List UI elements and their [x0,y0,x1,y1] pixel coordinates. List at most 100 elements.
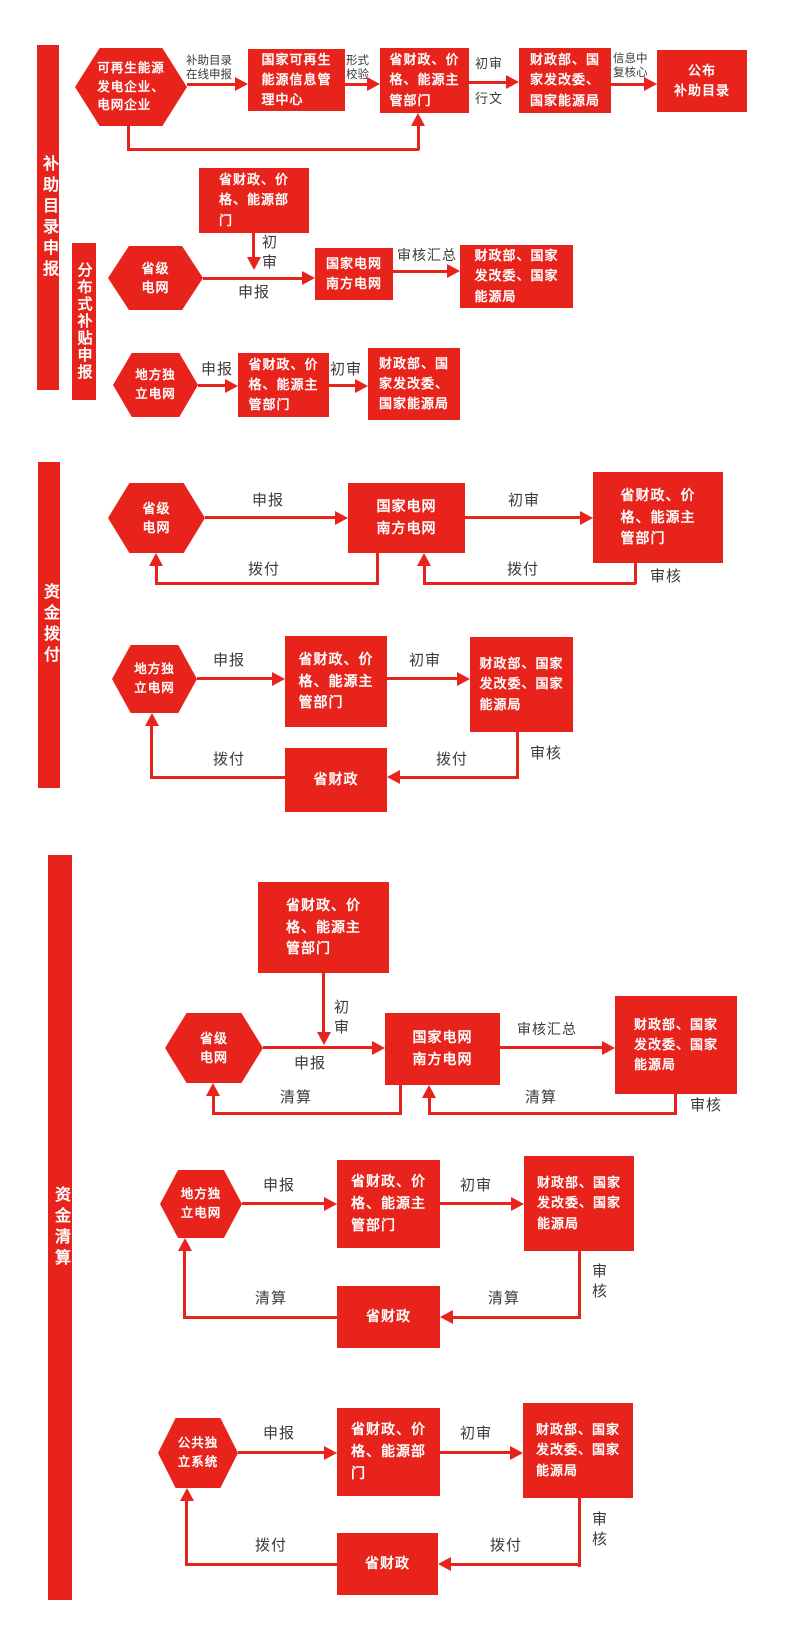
connector-line [187,83,238,86]
connector-line [263,1046,374,1049]
hex-local-independent-grid: 地方独 立电网 [160,1170,242,1238]
section-bar-catalog-declaration: 补助目录申报 [37,45,59,390]
hex-local-independent-grid: 地方独 立电网 [113,353,198,417]
connector-line [376,553,379,585]
flow-label-review-vertical: 审 核 [592,1511,609,1548]
connector-line [423,564,426,583]
arrowhead-up [178,1238,192,1251]
arrowhead-right [225,379,238,393]
box-ministries-settlement1: 财政部、国家 发改委、国家 能源局 [615,996,737,1094]
arrowhead-up [149,553,163,566]
connector-line [423,582,636,585]
section-bar-fund-settlement: 资金清算 [48,855,72,1600]
arrowhead-right [602,1041,615,1055]
connector-line [155,564,158,584]
connector-line [127,148,419,151]
flow-label-first-review: 初审 [330,361,363,378]
box-state-grid: 国家电网 南方电网 [348,483,465,553]
flow-label-first-review: 初审 [475,56,504,71]
flow-label-review: 审核 [690,1097,723,1114]
connector-line [127,124,130,150]
flow-label-first-review: 初审 [460,1425,493,1442]
box-provincial-dept-distributed-top: 省财政、价 格、能源部 门 [199,168,309,233]
arrowhead-right [644,77,657,91]
connector-line [465,516,584,519]
flow-label-issue-document: 行文 [475,91,504,106]
connector-line [516,732,519,779]
box-provincial-dept-distributed2: 省财政、价 格、能源主 管部门 [238,353,329,417]
connector-line [428,1112,676,1115]
flow-label-first-review-vertical: 初 审 [262,234,279,271]
arrowhead-right [367,77,380,91]
flow-label-declare: 申报 [263,1177,296,1194]
flow-label-online-declare: 补助目录 在线申报 [186,55,232,82]
connector-line [183,1316,337,1319]
arrowhead-up [411,113,425,126]
arrowhead-up [206,1083,220,1096]
box-provincial-dept-settlement2: 省财政、价 格、能源主 管部门 [337,1160,440,1248]
arrowhead-right [511,1197,524,1211]
flow-label-format-check: 形式 校验 [346,55,369,82]
hex-renewable-enterprises: 可再生能源 发电企业、 电网企业 [75,48,187,126]
hex-provincial-grid: 省级 电网 [165,1013,263,1083]
flow-label-review: 审核 [530,745,563,762]
connector-line [674,1094,677,1115]
connector-line [440,1451,513,1454]
arrowhead-up [417,553,431,566]
flow-label-allocate: 拨付 [507,561,540,578]
flow-label-first-review-vertical: 初 审 [334,999,351,1036]
box-provincial-dept-settlement-top: 省财政、价 格、能源主 管部门 [258,882,389,973]
box-provincial-dept-settlement3: 省财政、价 格、能源部 门 [337,1408,440,1496]
flow-label-review-vertical: 审 核 [592,1263,609,1300]
arrowhead-right [324,1197,337,1211]
flow-label-review-summary: 审核汇总 [397,247,457,263]
box-provincial-finance: 省财政 [337,1533,438,1595]
box-ministries-catalog: 财政部、国 家发改委、 国家能源局 [519,48,611,113]
box-provincial-dept-allocation2: 省财政、价 格、能源主 管部门 [285,636,387,727]
flow-label-settle: 清算 [255,1290,288,1307]
flow-label-settle: 清算 [525,1089,558,1106]
arrowhead-right [302,271,315,285]
box-info-center: 国家可再生 能源信息管 理中心 [248,49,345,111]
connector-line [242,1202,327,1205]
section-bar-distributed-subsidy: 分布式补贴申报 [72,243,96,400]
connector-line [399,1085,402,1115]
connector-line [252,233,255,259]
arrowhead-left [387,770,400,784]
arrowhead-right [324,1446,337,1460]
connector-line [198,384,229,387]
flow-label-first-review: 初审 [409,652,442,669]
connector-line [428,1096,431,1114]
connector-line [578,1251,581,1319]
connector-line [197,677,273,680]
connector-line [417,124,420,150]
box-state-grid: 国家电网 南方电网 [315,248,393,300]
flow-label-settle: 清算 [280,1089,313,1106]
connector-line [578,1498,581,1567]
arrowhead-right [457,672,470,686]
connector-line [238,1451,327,1454]
arrowhead-right [372,1041,385,1055]
connector-line [469,81,509,84]
section-bar-fund-allocation: 资金拨付 [38,462,60,788]
box-ministries-distributed: 财政部、国家 发改委、国家 能源局 [460,245,573,308]
connector-line [329,384,359,387]
connector-line [440,1202,514,1205]
box-publish-catalog: 公布 补助目录 [657,50,747,112]
connector-line [387,677,462,680]
flow-label-first-review: 初审 [508,492,541,509]
flow-label-allocate: 拨付 [255,1537,288,1554]
hex-provincial-grid: 省级 电网 [108,246,203,310]
connector-line [345,83,370,86]
box-provincial-dept-allocation: 省财政、价 格、能源主 管部门 [593,472,723,563]
box-ministries-distributed2: 财政部、国 家发改委、 国家能源局 [368,348,460,420]
arrowhead-right [447,264,460,278]
flow-label-declare: 申报 [238,284,271,301]
flow-label-allocate: 拨付 [490,1537,523,1554]
connector-line [212,1112,401,1115]
box-provincial-finance: 省财政 [337,1286,440,1348]
arrowhead-up [145,713,159,726]
connector-line [400,776,519,779]
arrowhead-down [247,257,261,270]
